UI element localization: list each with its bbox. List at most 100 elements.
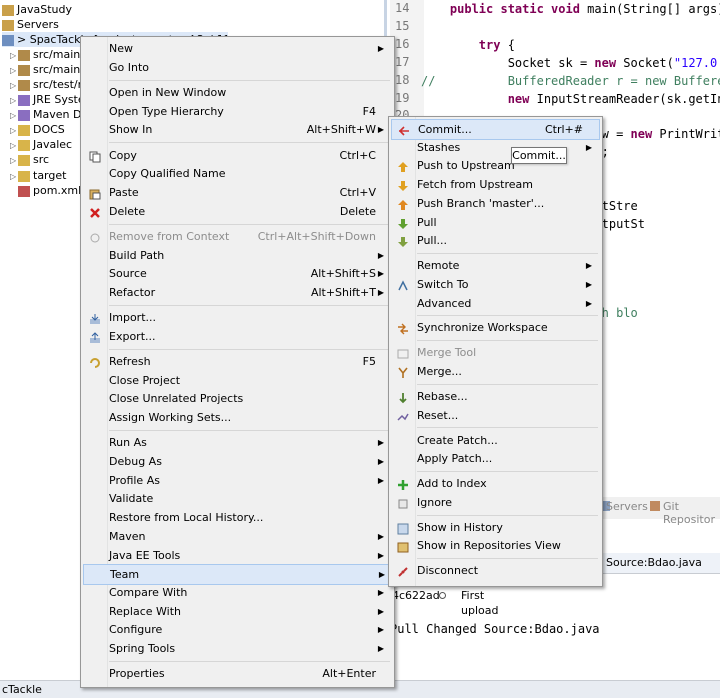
menu-item-show-in-history[interactable]: Show in History: [391, 518, 598, 537]
menu-item-label: Team: [110, 568, 140, 582]
menu-item-push-branch-master[interactable]: Push Branch 'master'...: [391, 194, 598, 213]
menu-item-advanced[interactable]: Advanced▶: [391, 294, 598, 313]
menu-item-spring-tools[interactable]: Spring Tools▶: [83, 639, 390, 658]
menu-item-push-to-upstream[interactable]: Push to Upstream: [391, 156, 598, 175]
tree-item[interactable]: ▷Javalec: [10, 137, 72, 152]
menu-item-synchronize-workspace[interactable]: Synchronize Workspace: [391, 318, 598, 337]
expand-arrow-icon[interactable]: ▷: [10, 81, 17, 90]
menu-item-close-project[interactable]: Close Project: [83, 371, 390, 390]
menu-item-pull[interactable]: Pull...: [391, 231, 598, 250]
menu-item-commit[interactable]: Commit...Ctrl+#: [391, 119, 600, 140]
rebase-icon: [397, 391, 409, 404]
expand-arrow-icon[interactable]: ▷: [10, 172, 17, 181]
tree-item[interactable]: JavaStudy: [2, 2, 72, 17]
menu-item-fetch-from-upstream[interactable]: Fetch from Upstream: [391, 175, 598, 194]
expand-arrow-icon[interactable]: ▷: [10, 66, 17, 75]
submenu-arrow-icon: ▶: [378, 570, 385, 580]
menu-item-profile-as[interactable]: Profile As▶: [83, 471, 390, 490]
expand-arrow-icon[interactable]: ▷: [10, 51, 17, 60]
menu-item-run-as[interactable]: Run As▶: [83, 433, 390, 452]
menu-item-switch-to[interactable]: Switch To▶: [391, 275, 598, 294]
menu-item-team[interactable]: Team ▶: [83, 564, 392, 586]
code-line[interactable]: new InputStreamReader(sk.getInpu: [421, 91, 720, 108]
menu-item-add-to-index[interactable]: Add to Index: [391, 474, 598, 493]
menu-item-label: Remove from Context: [109, 229, 230, 243]
tree-item-label: src/main/: [33, 48, 84, 61]
menu-item-remote[interactable]: Remote▶: [391, 256, 598, 275]
menu-item-configure[interactable]: Configure▶: [83, 620, 390, 639]
menu-item-ignore[interactable]: Ignore: [391, 493, 598, 512]
tree-item[interactable]: Servers: [2, 17, 59, 32]
line-number: 16: [395, 36, 410, 51]
expand-arrow-icon[interactable]: ▷: [10, 126, 17, 135]
history-row[interactable]: 4c622ad First upload: [392, 588, 498, 617]
tree-item[interactable]: pom.xml: [18, 183, 81, 198]
expand-arrow-icon[interactable]: ▷: [10, 96, 17, 105]
menu-item-build-path[interactable]: Build Path▶: [83, 246, 390, 265]
expand-arrow-icon[interactable]: ▷: [10, 156, 17, 165]
menu-item-label: Paste: [109, 185, 139, 199]
menu-item-copy-qualified-name[interactable]: Copy Qualified Name: [83, 164, 390, 183]
menu-item-create-patch[interactable]: Create Patch...: [391, 431, 598, 450]
menu-item-java-ee-tools[interactable]: Java EE Tools▶: [83, 546, 390, 565]
menu-item-compare-with[interactable]: Compare With▶: [83, 583, 390, 602]
tree-item[interactable]: ▷ DOCS: [10, 122, 65, 137]
menu-item-new[interactable]: New▶: [83, 39, 390, 58]
menu-item-disconnect[interactable]: Disconnect: [391, 561, 598, 580]
menu-item-close-unrelated-projects[interactable]: Close Unrelated Projects: [83, 389, 390, 408]
line-number: 14: [395, 1, 410, 15]
tree-node-icon: [18, 94, 30, 106]
submenu-arrow-icon: ▶: [377, 625, 384, 635]
tree-item[interactable]: ▷target: [10, 168, 66, 183]
menu-item-replace-with[interactable]: Replace With▶: [83, 602, 390, 621]
menu-item-reset[interactable]: Reset...: [391, 406, 598, 425]
menu-item-rebase[interactable]: Rebase...: [391, 387, 598, 406]
menu-item-import[interactable]: Import...: [83, 308, 390, 327]
tab-servers[interactable]: Servers: [606, 500, 648, 513]
tree-item[interactable]: ▷src: [10, 152, 49, 167]
code-line[interactable]: try {: [421, 37, 515, 54]
menu-item-assign-working-sets[interactable]: Assign Working Sets...: [83, 408, 390, 427]
menu-item-show-in-repositories-view[interactable]: Show in Repositories View: [391, 536, 598, 555]
code-line[interactable]: // BufferedReader r = new BufferedR: [421, 73, 720, 90]
menu-item-label: Close Project: [109, 373, 181, 387]
menu-item-apply-patch[interactable]: Apply Patch...: [391, 449, 598, 468]
tree-item-label: DOCS: [33, 123, 65, 136]
tree-node-icon: [18, 139, 30, 151]
tree-item[interactable]: ▷ src/main/: [10, 47, 84, 62]
expand-arrow-icon[interactable]: ▷: [10, 111, 17, 120]
tree-item[interactable]: ▷JRE Syste: [10, 92, 85, 107]
push-icon: [397, 160, 409, 173]
menu-item-merge[interactable]: Merge...: [391, 362, 598, 381]
menu-item-stashes[interactable]: Stashes▶: [391, 138, 598, 157]
expand-arrow-icon[interactable]: ▷: [10, 141, 17, 150]
menu-item-open-in-new-window[interactable]: Open in New Window: [83, 83, 390, 102]
tree-item[interactable]: ▷src/test/r: [10, 77, 82, 92]
tree-item[interactable]: ▷Maven D: [10, 107, 81, 122]
menu-item-go-into[interactable]: Go Into: [83, 58, 390, 77]
menu-item-validate[interactable]: Validate: [83, 489, 390, 508]
code-line[interactable]: public static void main(String[] args) {: [421, 1, 720, 18]
menu-item-restore-from-local-history[interactable]: Restore from Local History...: [83, 508, 390, 527]
menu-item-pull[interactable]: Pull: [391, 213, 598, 232]
tab-git-repositories[interactable]: Git Repositor: [663, 500, 715, 526]
menu-item-maven[interactable]: Maven▶: [83, 527, 390, 546]
menu-item-export[interactable]: Export...: [83, 327, 390, 346]
history-icon: [397, 522, 409, 535]
tree-item-label: Servers: [17, 18, 59, 31]
source-tab[interactable]: Source:Bdao.java: [600, 553, 720, 574]
tree-item[interactable]: ▷src/main/: [10, 62, 84, 77]
menu-item-debug-as[interactable]: Debug As▶: [83, 452, 390, 471]
code-line[interactable]: Socket sk = new Socket("127.0.0.: [421, 55, 720, 72]
menu-item-label: Copy: [109, 148, 137, 162]
